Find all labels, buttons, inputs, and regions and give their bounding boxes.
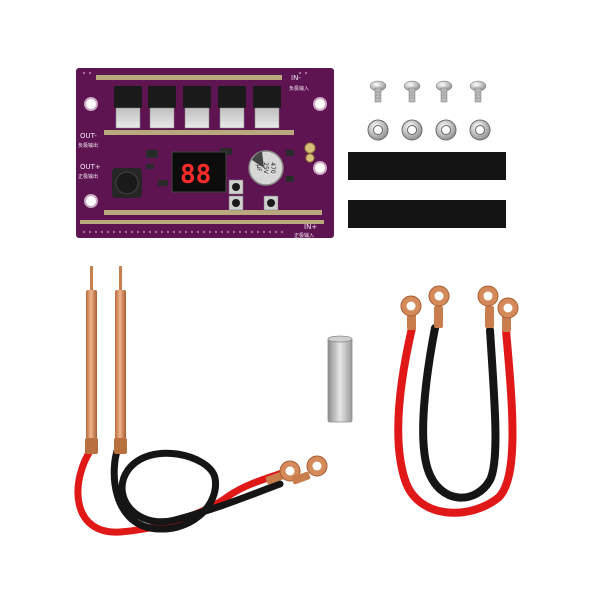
capacitor: 470 25V μF [248, 150, 284, 186]
cap-line3: μF [255, 164, 262, 172]
black-cable [419, 324, 500, 502]
silkscreen-labels: IN- 负极输入 OUT- 负极输出 OUT+ 正极输出 IN+ 正极输入 [78, 74, 317, 239]
mounting-holes [84, 97, 327, 208]
label-in-neg-sub: 负极输入 [289, 85, 309, 92]
heat-shrink-tube [348, 200, 506, 228]
led-display: 88 [171, 151, 227, 193]
label-out-neg: OUT- [80, 132, 97, 140]
nickel-strip-roll [327, 335, 353, 423]
bus-strips [80, 75, 324, 224]
screw [403, 80, 421, 103]
spot-welder-board: IN- 负极输入 OUT- 负极输出 OUT+ 正极输出 IN+ 正极输入 88 [76, 68, 334, 239]
tactile-buttons [228, 179, 279, 211]
heat-shrink-tubes [348, 152, 506, 228]
screw [435, 80, 453, 103]
mosfet [218, 86, 246, 129]
label-out-neg-sub: 负极输出 [78, 142, 98, 149]
label-in-neg: IN- [291, 74, 301, 82]
label-in-pos-sub: 正极输入 [294, 232, 314, 239]
black-wire [110, 444, 284, 533]
label-out-pos-sub: 正极输出 [78, 173, 98, 180]
nut [469, 119, 491, 141]
tactile-button [228, 179, 244, 195]
inductor [112, 168, 142, 198]
mosfet [183, 86, 211, 129]
screw [469, 80, 487, 103]
label-in-pos: IN+ [304, 223, 317, 231]
welding-pens [74, 266, 328, 536]
nut [401, 119, 423, 141]
ring-terminal [400, 295, 422, 330]
ring-terminal [497, 297, 519, 332]
tactile-button [228, 195, 244, 211]
red-cable [394, 324, 517, 517]
pcb-pad-dots [82, 71, 308, 234]
screws [369, 80, 487, 103]
strip-in-neg [96, 75, 282, 80]
cap-line1: 470 [269, 162, 276, 174]
mosfet [114, 86, 142, 129]
welding-pen [85, 266, 98, 454]
screw [369, 80, 387, 103]
cap-line2: 25V [262, 162, 269, 175]
tactile-button [263, 195, 279, 211]
strip-out-pos [104, 210, 322, 215]
nut [367, 119, 389, 141]
ring-terminal [477, 285, 499, 328]
gold-pads [304, 142, 316, 163]
welding-pen [114, 266, 127, 454]
ring-terminal [291, 455, 328, 485]
mosfet-row [114, 86, 281, 129]
heat-shrink-tube [348, 152, 506, 180]
nuts [367, 119, 491, 141]
battery-cables [394, 285, 519, 517]
strip-in-pos [80, 220, 324, 224]
strip-out-neg [104, 130, 294, 135]
mosfet [148, 86, 176, 129]
ring-terminal [428, 285, 450, 328]
mosfet [253, 86, 281, 129]
label-out-pos: OUT+ [80, 163, 101, 171]
display-value: 88 [180, 160, 211, 190]
nut [435, 119, 457, 141]
